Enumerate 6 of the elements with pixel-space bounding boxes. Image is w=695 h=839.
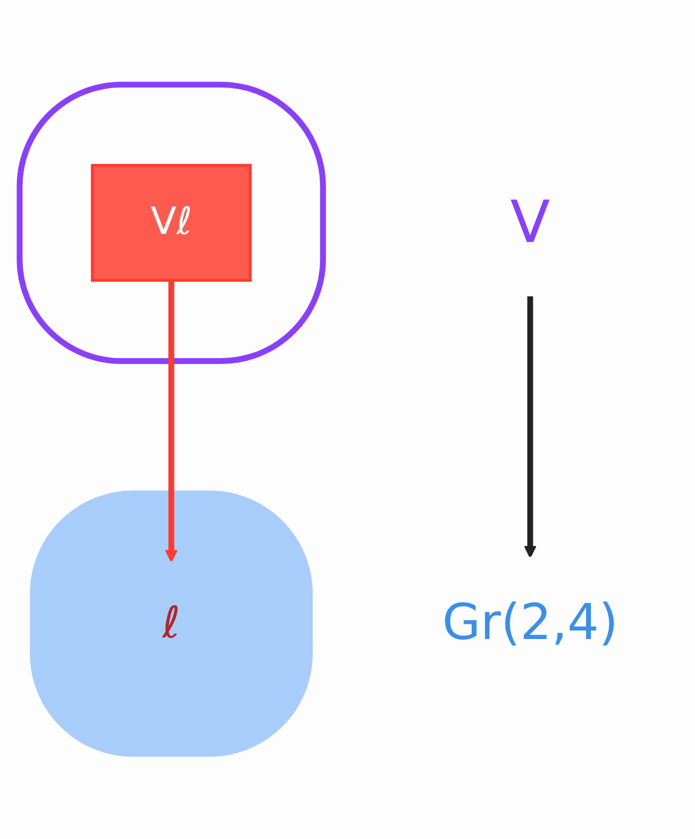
arrow — [523, 295, 536, 558]
arrow — [164, 280, 178, 562]
node-box: Vℓ — [90, 163, 252, 282]
node-text: V — [510, 188, 550, 256]
node-text: ℓ — [162, 598, 180, 649]
node-text: Gr(2,4) — [442, 593, 618, 652]
